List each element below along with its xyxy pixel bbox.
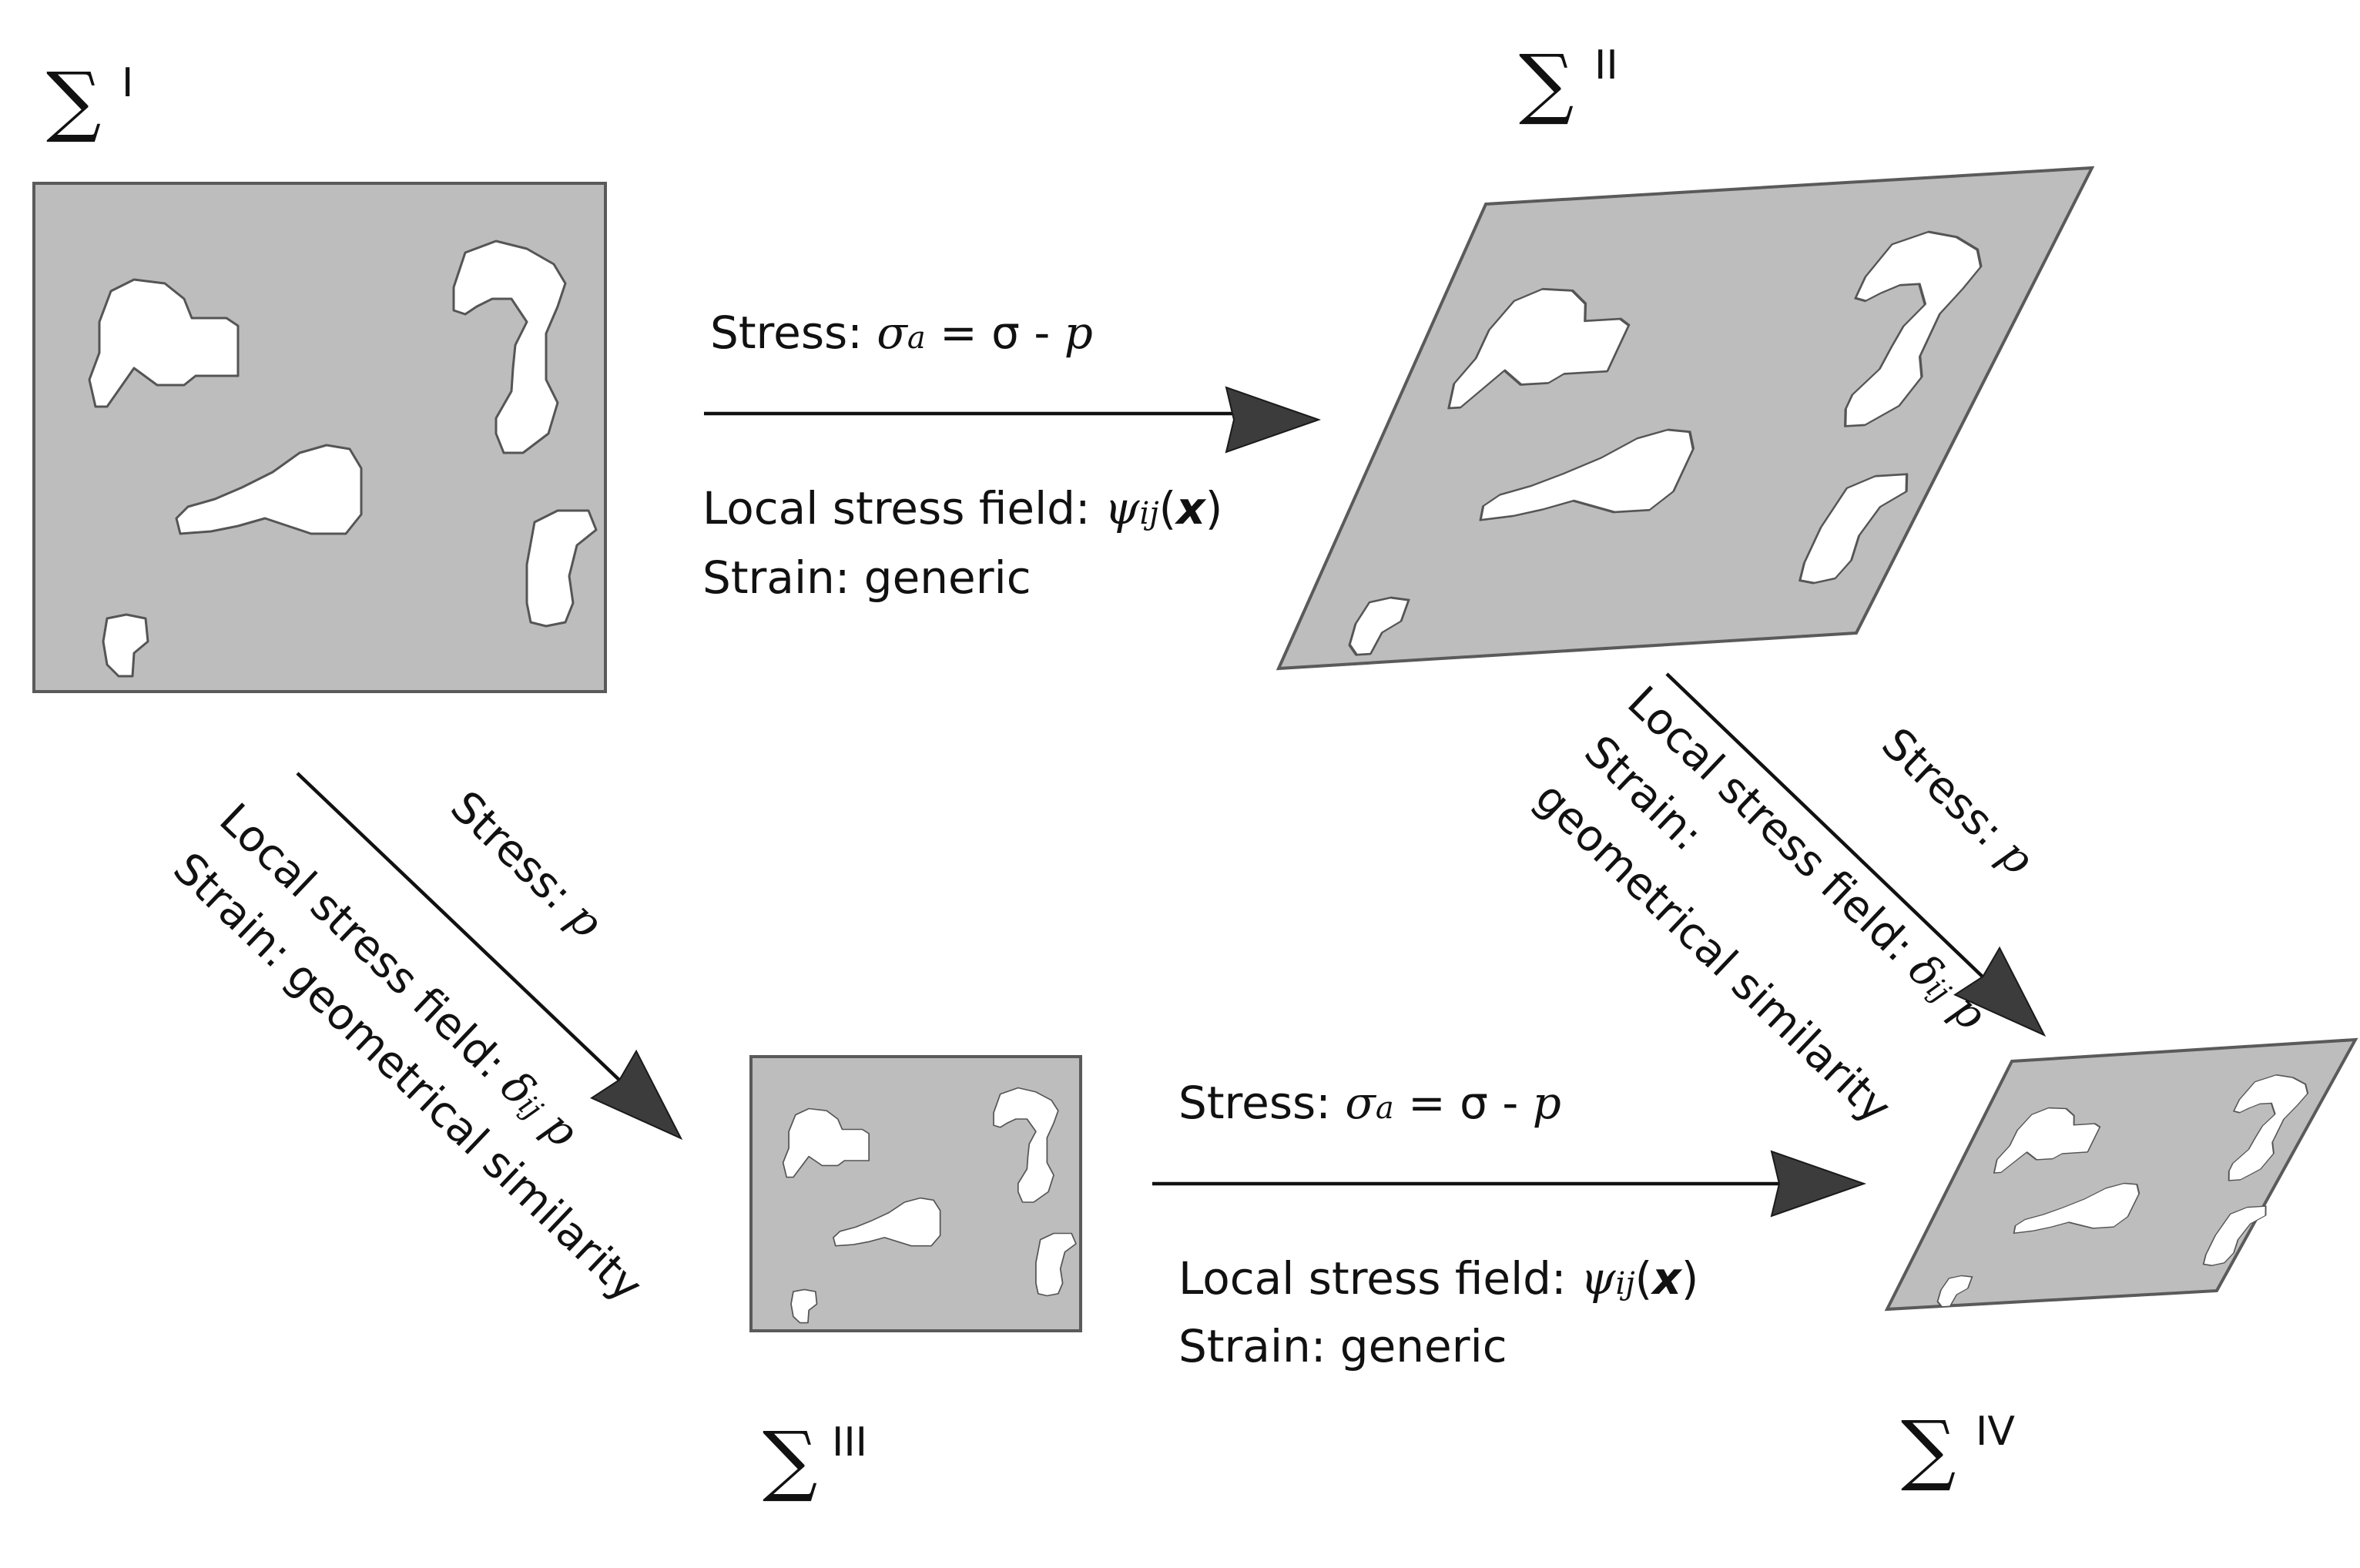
left-stress-label: Stress: p <box>441 782 612 948</box>
bottom-field-label: Local stress field: ψij(x) <box>1178 1252 1698 1305</box>
right-strain-label-line2: geometrical similarity <box>1525 772 1900 1133</box>
state-III-label: ∑ III <box>763 1415 867 1505</box>
right-stress-label: Stress: p <box>1872 719 2043 885</box>
svg-text:∑: ∑ <box>46 55 101 146</box>
state-IV-panel <box>1884 1037 2358 1312</box>
state-IV-label: ∑ IV <box>1901 1404 2015 1494</box>
bottom-stress-label: Stress: σa = σ - p <box>1178 1077 1561 1129</box>
arrow-I-to-III <box>296 772 704 1163</box>
state-II-label: ∑ II <box>1519 38 1618 128</box>
top-strain-label: Strain: generic <box>702 551 1031 604</box>
state-III-panel <box>749 1055 1082 1332</box>
svg-text:III: III <box>832 1419 867 1466</box>
state-II-panel <box>1276 166 2095 671</box>
state-I-panel <box>32 182 607 693</box>
top-stress-label: Stress: σa = σ - p <box>710 307 1093 359</box>
arrow-I-to-II <box>704 387 1319 453</box>
top-field-label: Local stress field: ψij(x) <box>702 482 1222 534</box>
svg-text:∑: ∑ <box>1901 1404 1956 1494</box>
svg-text:I: I <box>122 60 133 106</box>
right-field-label: Local stress field: δij p <box>1617 677 1995 1040</box>
arrow-III-to-IV <box>1152 1151 1865 1217</box>
state-I-label: ∑ I <box>46 55 133 146</box>
svg-text:∑: ∑ <box>763 1415 817 1505</box>
svg-text:IV: IV <box>1976 1409 2015 1455</box>
svg-text:∑: ∑ <box>1519 38 1574 128</box>
bottom-strain-label: Strain: generic <box>1178 1320 1507 1372</box>
svg-text:II: II <box>1594 42 1618 89</box>
arrow-II-to-IV <box>1665 672 2067 1060</box>
